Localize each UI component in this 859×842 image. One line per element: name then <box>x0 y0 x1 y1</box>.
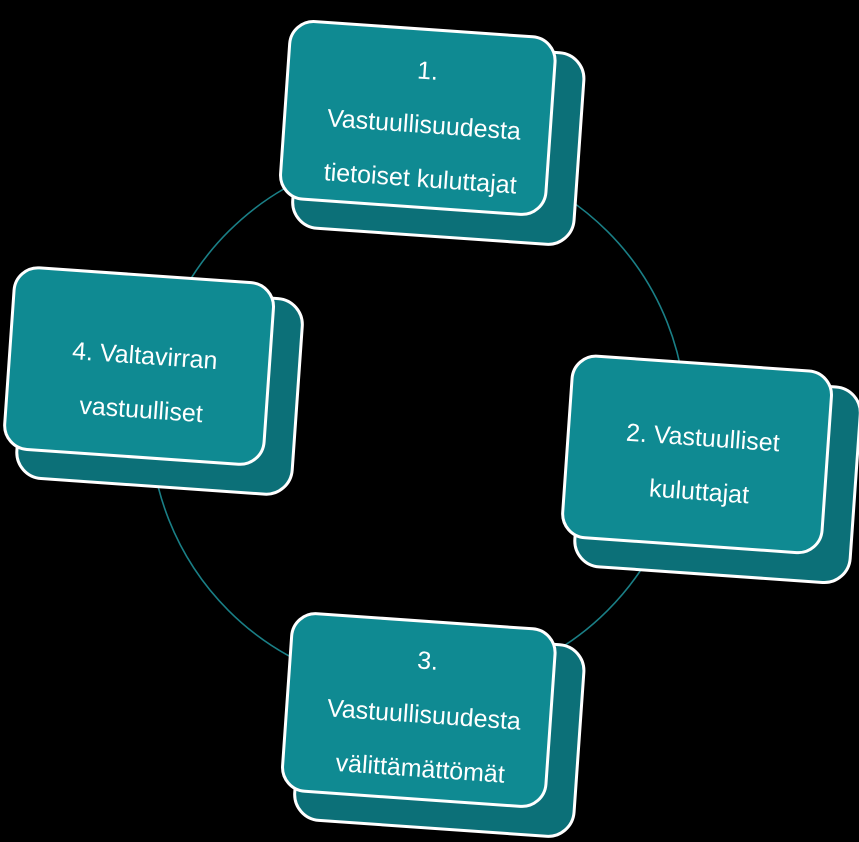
step-3-line-2: Vastuullisuudesta <box>326 693 522 736</box>
step-1-box <box>279 20 586 246</box>
step-2-label: 2. Vastuulliset kuluttajat <box>560 371 841 559</box>
step-4-label: 4. Valtavirran vastuulliset <box>2 289 283 477</box>
step-4-line-1: 4. Valtavirran <box>71 336 219 375</box>
step-4-line-2: vastuulliset <box>78 391 204 428</box>
step-1-line-1: 1. <box>416 55 440 86</box>
step-3-box-face <box>281 612 557 808</box>
step-3-box <box>281 612 586 838</box>
step-2-box-face <box>561 354 833 555</box>
step-4-box <box>3 266 304 496</box>
step-1-box-face <box>279 20 557 216</box>
step-2-line-1: 2. Vastuulliset <box>625 418 781 457</box>
step-3-line-3: välittämättömät <box>334 748 506 789</box>
step-1-label: 1. Vastuullisuudesta tietoiset kuluttaja… <box>278 30 569 219</box>
step-1-line-3: tietoiset kuluttajat <box>322 157 518 200</box>
step-1-line-2: Vastuullisuudesta <box>326 103 522 146</box>
step-2-box <box>561 354 859 585</box>
step-4-box-face <box>3 266 275 466</box>
step-2-line-2: kuluttajat <box>648 473 751 509</box>
step-3-label: 3. Vastuullisuudesta välittämättömät <box>278 620 569 809</box>
step-3-line-1: 3. <box>416 645 440 676</box>
